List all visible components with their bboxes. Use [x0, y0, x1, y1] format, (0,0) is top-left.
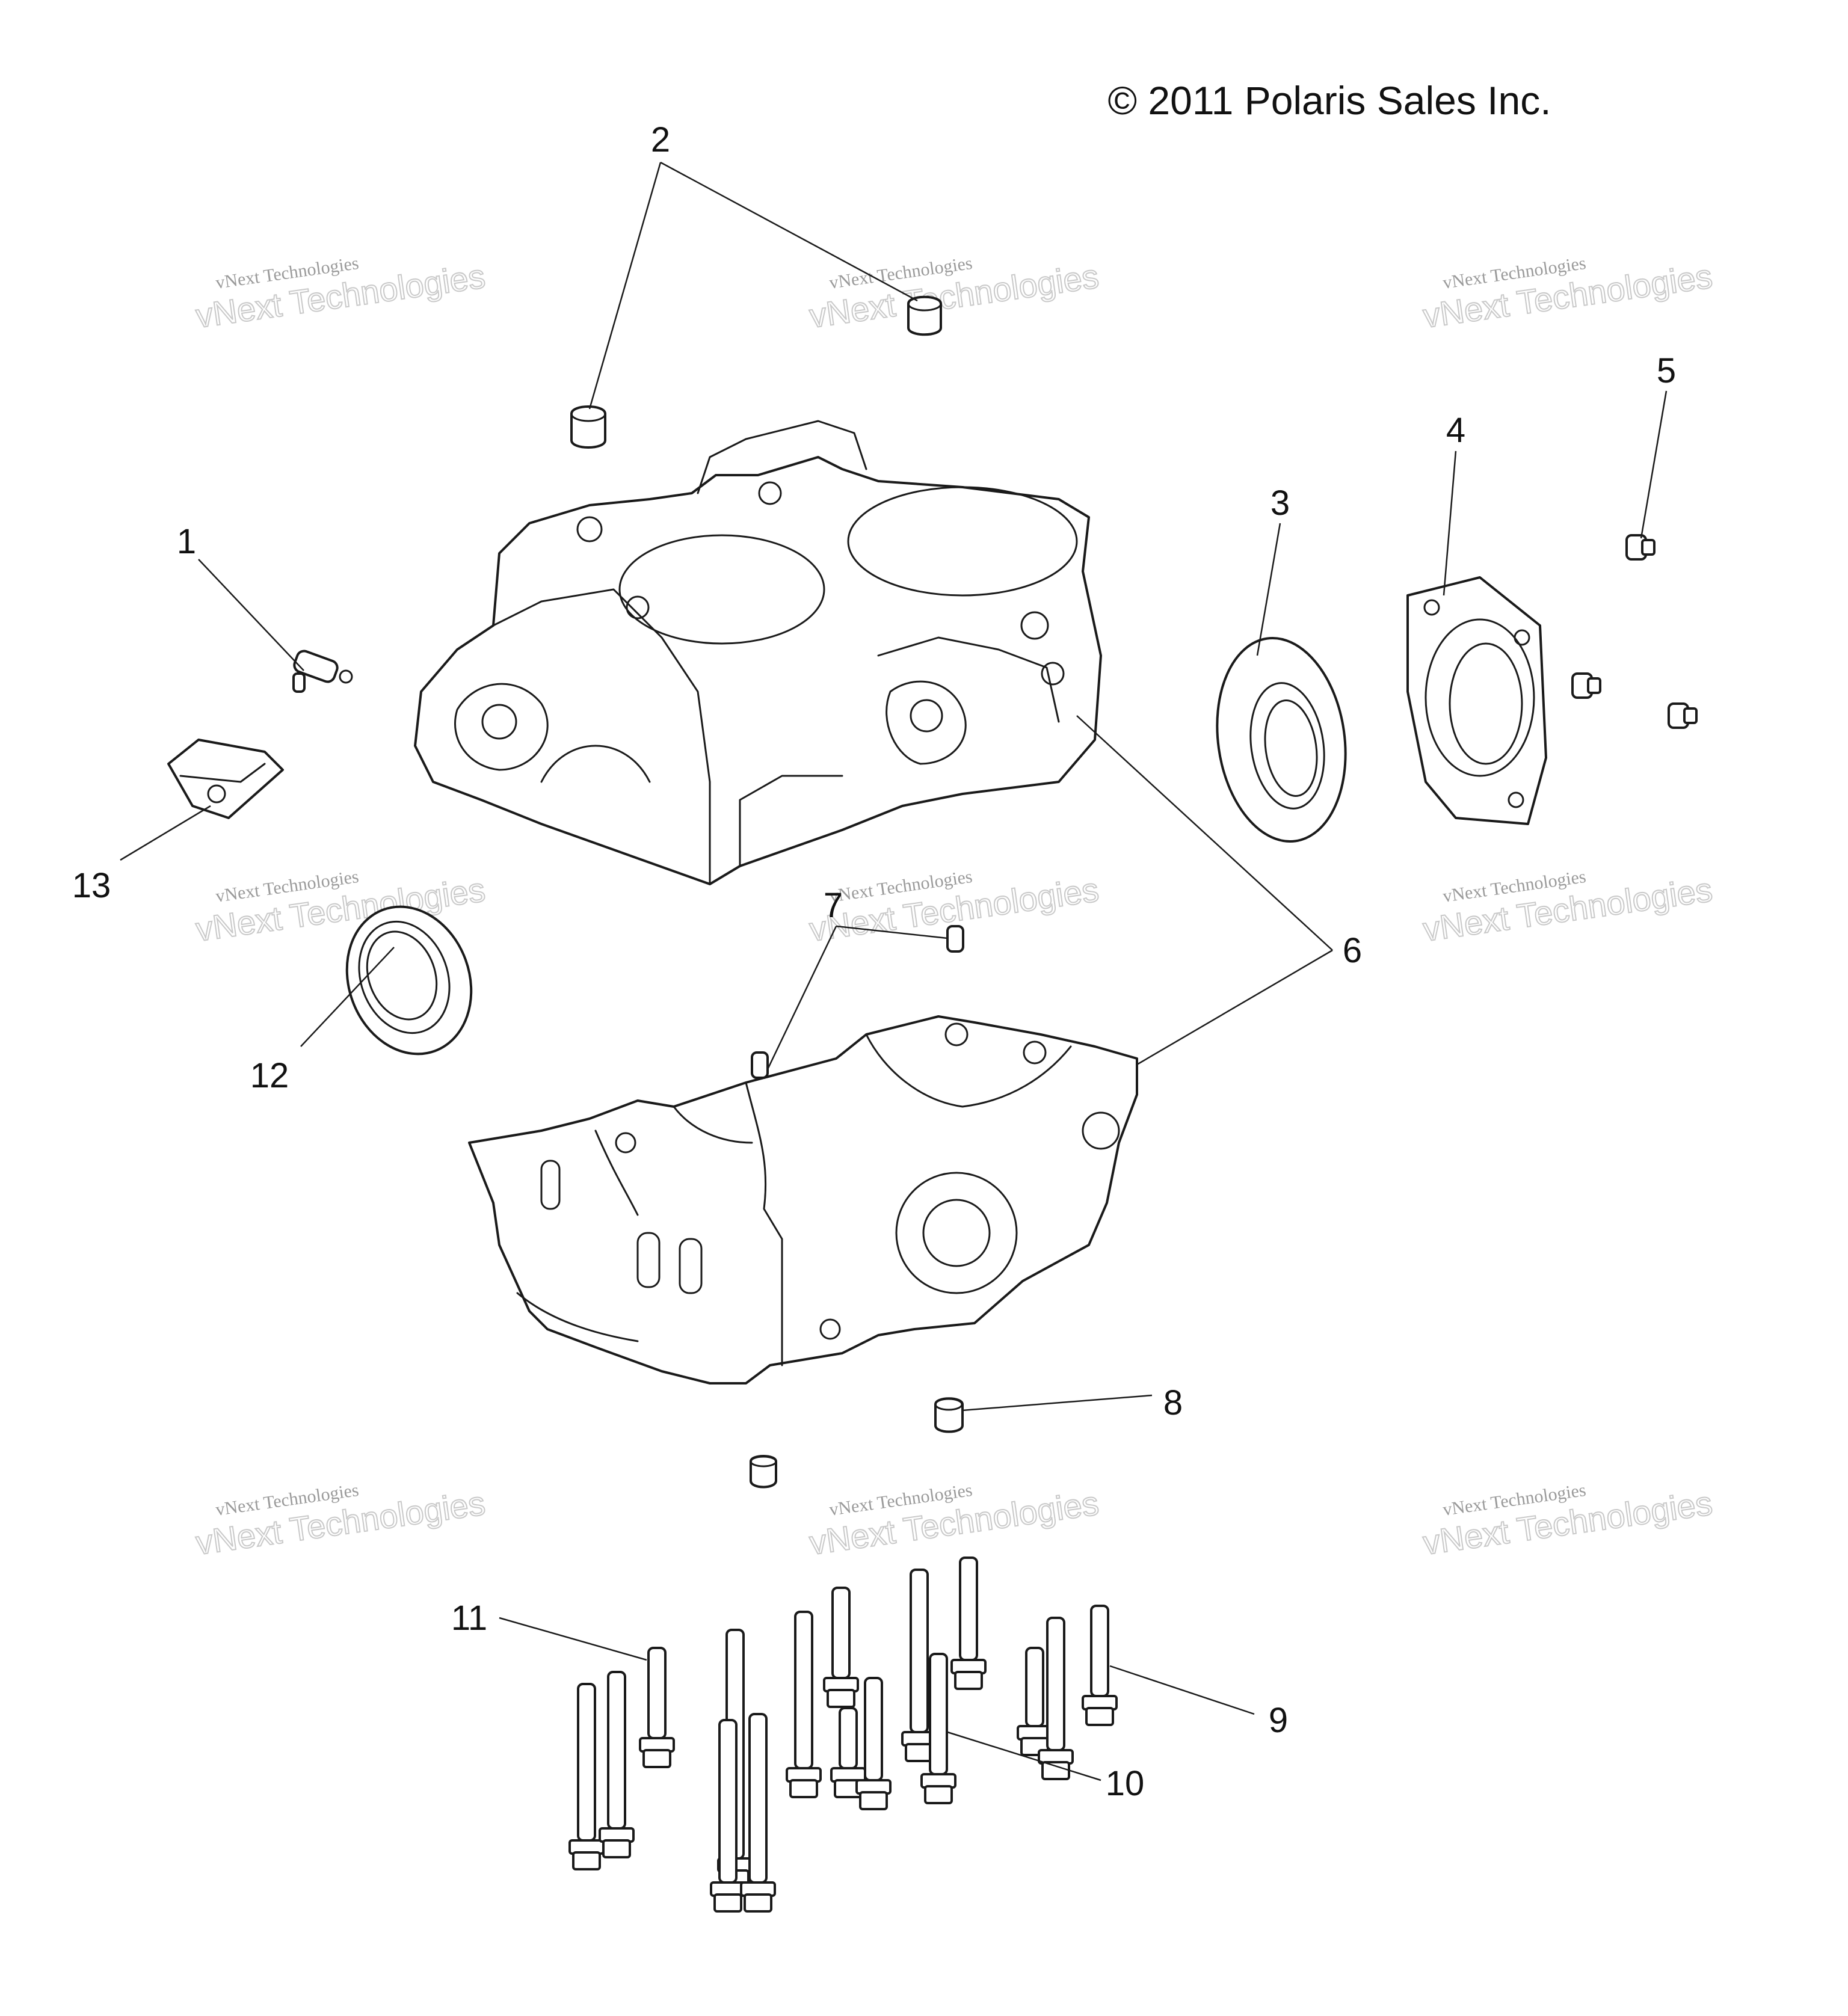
upper-crankcase [414, 420, 1102, 885]
callout-11: 11 [451, 1599, 487, 1638]
callout-1: 1 [177, 522, 196, 561]
part-1-fitting [292, 650, 353, 693]
callout-6: 6 [1343, 931, 1362, 970]
callout-13: 13 [72, 866, 111, 905]
watermark: vNext Technologies vNext Technologies [193, 253, 488, 336]
lower-crankcase [468, 925, 1138, 1384]
callout-10: 10 [1106, 1764, 1145, 1803]
bolt [1038, 1617, 1074, 1780]
part-8-dowels [750, 1397, 964, 1489]
bolt [950, 1557, 987, 1690]
dowel-pin-7a [751, 1051, 769, 1079]
leader-lines [120, 161, 1668, 1781]
bolt [855, 1677, 892, 1810]
part-3-seal [1216, 637, 1347, 843]
watermark: vNext Technologies vNext Technologies [1420, 253, 1716, 336]
part-2-dowels [570, 295, 942, 449]
callout-12: 12 [250, 1056, 289, 1095]
bolt [920, 1653, 956, 1804]
bolt [1082, 1605, 1118, 1726]
bolt [639, 1647, 675, 1768]
callout-9: 9 [1269, 1701, 1288, 1740]
part-12-seal [345, 905, 473, 1056]
watermark: vNext Technologies vNext Technologies [1420, 867, 1716, 949]
callout-8: 8 [1163, 1383, 1183, 1422]
dowel-pin-7b [946, 925, 964, 953]
bolt-group [568, 1557, 1118, 1913]
bolt [1017, 1647, 1053, 1756]
bolt [710, 1719, 746, 1913]
callout-2: 2 [651, 120, 670, 159]
callout-5: 5 [1657, 351, 1676, 390]
part-5-screws [1571, 534, 1698, 729]
callout-4: 4 [1446, 411, 1465, 450]
bolt [823, 1587, 859, 1708]
watermark: vNext Technologies vNext Technologies [1420, 1480, 1716, 1563]
callout-7: 7 [824, 886, 843, 925]
watermark: vNext Technologies vNext Technologies [807, 1480, 1102, 1563]
copyright-text: © 2011 Polaris Sales Inc. [1107, 78, 1551, 123]
bolt [568, 1683, 605, 1870]
callout-labels: 1 2 3 4 5 6 7 8 9 10 11 12 13 [72, 120, 1676, 1803]
callout-3: 3 [1270, 484, 1290, 523]
watermark: vNext Technologies vNext Technologies [193, 867, 488, 949]
watermark-grid: vNext Technologies vNext Technologies vN… [193, 253, 1716, 1563]
part-13-bracket [167, 739, 284, 819]
bolt [599, 1671, 635, 1858]
part-4-cover-plate [1406, 576, 1547, 825]
bolt [740, 1713, 776, 1913]
bolt [786, 1611, 822, 1798]
watermark: vNext Technologies vNext Technologies [193, 1480, 488, 1563]
watermark: vNext Technologies vNext Technologies [807, 253, 1102, 336]
